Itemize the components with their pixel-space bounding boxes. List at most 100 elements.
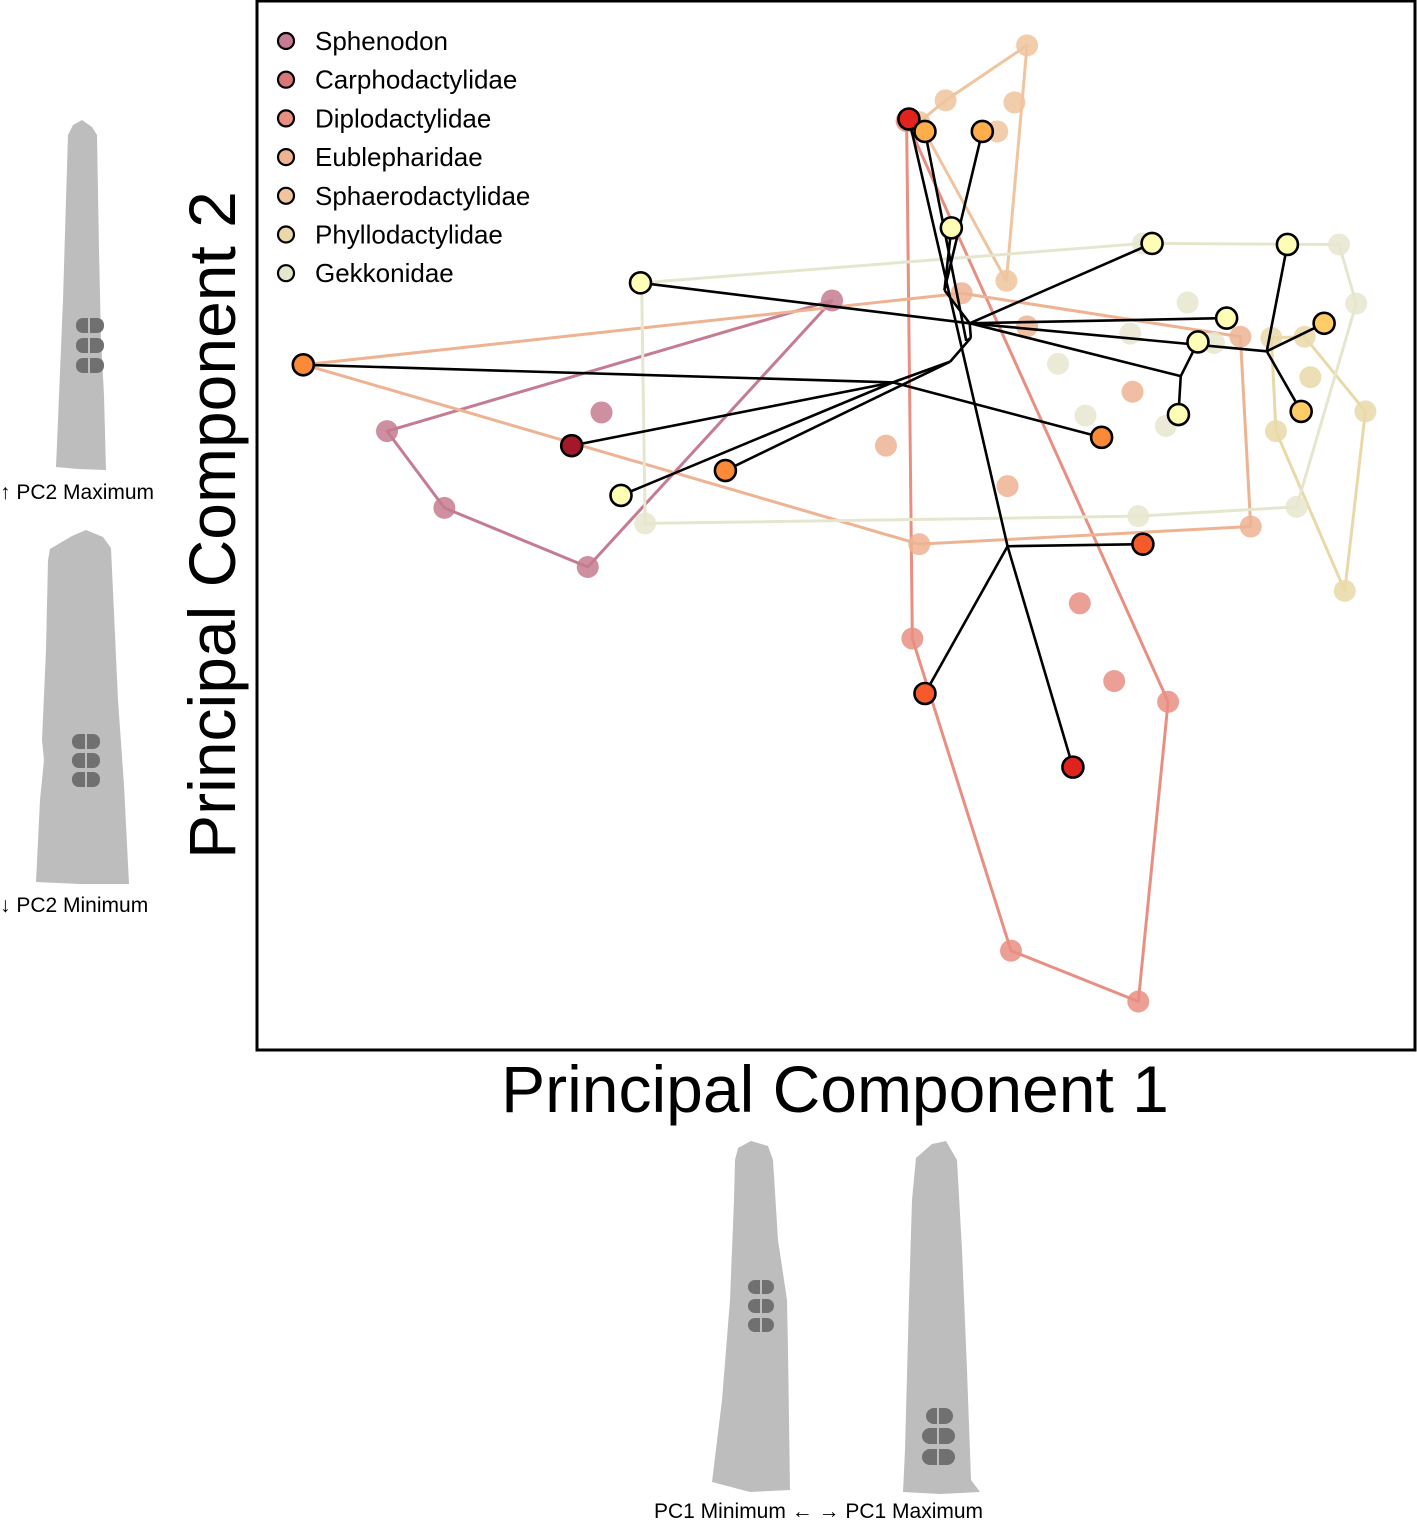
point-diplodactylidae-4 [901, 627, 924, 650]
pc1-min-shape [712, 1141, 790, 1492]
pc2-min-pads-icon [72, 734, 100, 787]
tree-edge-10 [640, 281, 970, 325]
point-sphenodon-0 [376, 420, 399, 443]
pc1-caption: PC1 Minimum ← → PC1 Maximum [654, 1500, 983, 1523]
tip-node-phyllodactylidae-11 [1289, 399, 1313, 424]
legend-marker-phyllodactylidae [276, 225, 296, 244]
tree-edge-0 [571, 381, 894, 447]
pc1-max-shape [903, 1141, 980, 1494]
tree-edge-1 [303, 363, 893, 384]
tip-node-carphodactylidae-1 [897, 107, 921, 131]
phylogeny-tip-nodes [291, 107, 1336, 779]
tree-edge-16 [1265, 244, 1289, 352]
tip-node-gekkonidae-17 [1214, 306, 1239, 330]
point-diplodactylidae-5 [1068, 592, 1091, 615]
tip-node-sphenodon-0 [559, 433, 584, 458]
point-eublepharidae-3 [1229, 325, 1252, 348]
hull-sphenodon [385, 298, 834, 569]
legend-marker-sphenodon [276, 31, 296, 51]
tip-node-gekkonidae-14 [939, 216, 964, 240]
tree-edge-2 [620, 381, 894, 497]
point-eublepharidae-1 [908, 533, 931, 556]
tip-node-gekkonidae-16 [1275, 232, 1300, 257]
tip-node-gekkonidae-19 [1166, 402, 1191, 427]
tree-edge-14 [969, 242, 1153, 325]
tip-node-carphodactylidae-2 [1061, 755, 1085, 779]
pc1-max-pads-icon [922, 1408, 955, 1465]
point-diplodactylidae-1 [1157, 690, 1180, 713]
point-sphaerodactylidae-3 [995, 269, 1018, 292]
y-axis-label: Principal Component 2 [175, 191, 249, 859]
point-phyllodactylidae-1 [1354, 400, 1377, 423]
tree-edge-23 [907, 118, 1009, 547]
pc1-max-silhouette [903, 1141, 980, 1494]
point-eublepharidae-6 [874, 434, 897, 457]
tree-edge-6 [949, 336, 972, 363]
tree-edge-9 [968, 323, 973, 338]
x-axis-label: Principal Component 1 [501, 1052, 1169, 1126]
point-gekkonidae-5 [1285, 495, 1308, 518]
pc2-min-caption: ↓ PC2 Minimum [0, 894, 148, 917]
point-phyllodactylidae-3 [1264, 420, 1287, 443]
point-sphenodon-1 [433, 496, 456, 519]
tip-node-diplodactylidae-3 [1131, 532, 1155, 556]
point-eublepharidae-2 [1239, 515, 1262, 538]
legend-label-diplodactylidae: Diplodactylidae [315, 103, 491, 133]
point-gekkonidae-7 [1074, 404, 1097, 427]
legend-marker-gekkonidae [276, 264, 296, 283]
tip-node-gekkonidae-15 [1140, 231, 1164, 256]
tree-edge-5 [892, 381, 1102, 439]
legend: SphenodonCarphodactylidaeDiplodactylidae… [276, 26, 530, 288]
point-eublepharidae-7 [1121, 380, 1144, 403]
legend-marker-carphodactylidae [276, 70, 296, 89]
tree-edge-3 [724, 360, 951, 472]
tip-node-sphaerodactylidae-8 [913, 119, 937, 144]
tree-edge-20 [969, 322, 1182, 378]
tip-node-gekkonidae-18 [1186, 330, 1210, 354]
tree-edge-26 [923, 545, 1009, 695]
point-gekkonidae-9 [1047, 352, 1070, 375]
legend-marker-diplodactylidae [276, 109, 296, 128]
point-sphenodon-2 [576, 555, 599, 578]
tip-node-sphaerodactylidae-9 [970, 119, 995, 144]
point-sphaerodactylidae-1 [1003, 91, 1026, 114]
pc2-max-shape: ↑ PC2 Maximum [0, 120, 154, 504]
hull-sphaerodactylidae [917, 43, 1029, 283]
legend-label-eublepharidae: Eublepharidae [315, 142, 483, 172]
tree-edge-15 [969, 321, 1267, 353]
pc2-max-silhouette [56, 120, 106, 470]
legend-label-carphodactylidae: Carphodactylidae [315, 65, 517, 95]
tree-edge-25 [1007, 542, 1143, 548]
legend-label-gekkonidae: Gekkonidae [315, 258, 454, 288]
point-eublepharidae-4 [1016, 315, 1039, 338]
hull-diplodactylidae [905, 119, 1170, 1003]
legend-label-sphaerodactylidae: Sphaerodactylidae [315, 181, 530, 211]
tree-edge-13 [943, 131, 984, 291]
point-sphaerodactylidae-4 [934, 89, 957, 112]
tip-node-eublepharidae-7 [1089, 425, 1114, 450]
point-diplodactylidae-3 [999, 939, 1022, 962]
tree-edge-24 [1006, 545, 1075, 768]
tree-edge-4 [892, 360, 951, 384]
pc2-min-shape: ↓ PC2 Minimum [0, 530, 148, 917]
point-phyllodactylidae-2 [1333, 579, 1356, 602]
point-phyllodactylidae-4 [1299, 366, 1322, 389]
legend-marker-sphaerodactylidae [276, 186, 296, 205]
legend-label-sphenodon: Sphenodon [315, 26, 448, 56]
point-gekkonidae-3 [1328, 233, 1351, 256]
point-gekkonidae-8 [1176, 291, 1199, 314]
tip-node-gekkonidae-13 [609, 483, 633, 508]
legend-label-phyllodactylidae: Phyllodactylidae [315, 220, 503, 250]
point-diplodactylidae-2 [1127, 990, 1150, 1013]
point-sphaerodactylidae-2 [1016, 34, 1039, 57]
pc2-max-caption: ↑ PC2 Maximum [0, 481, 154, 504]
tree-edge-8 [965, 336, 972, 342]
point-gekkonidae-4 [1345, 292, 1368, 315]
hull-gekkonidae [640, 241, 1358, 525]
plot-frame [255, 0, 1417, 1052]
point-gekkonidae-6 [1127, 505, 1150, 528]
phylogeny-edges [303, 118, 1325, 768]
point-gekkonidae-10 [1119, 322, 1142, 345]
point-diplodactylidae-6 [1103, 670, 1126, 693]
